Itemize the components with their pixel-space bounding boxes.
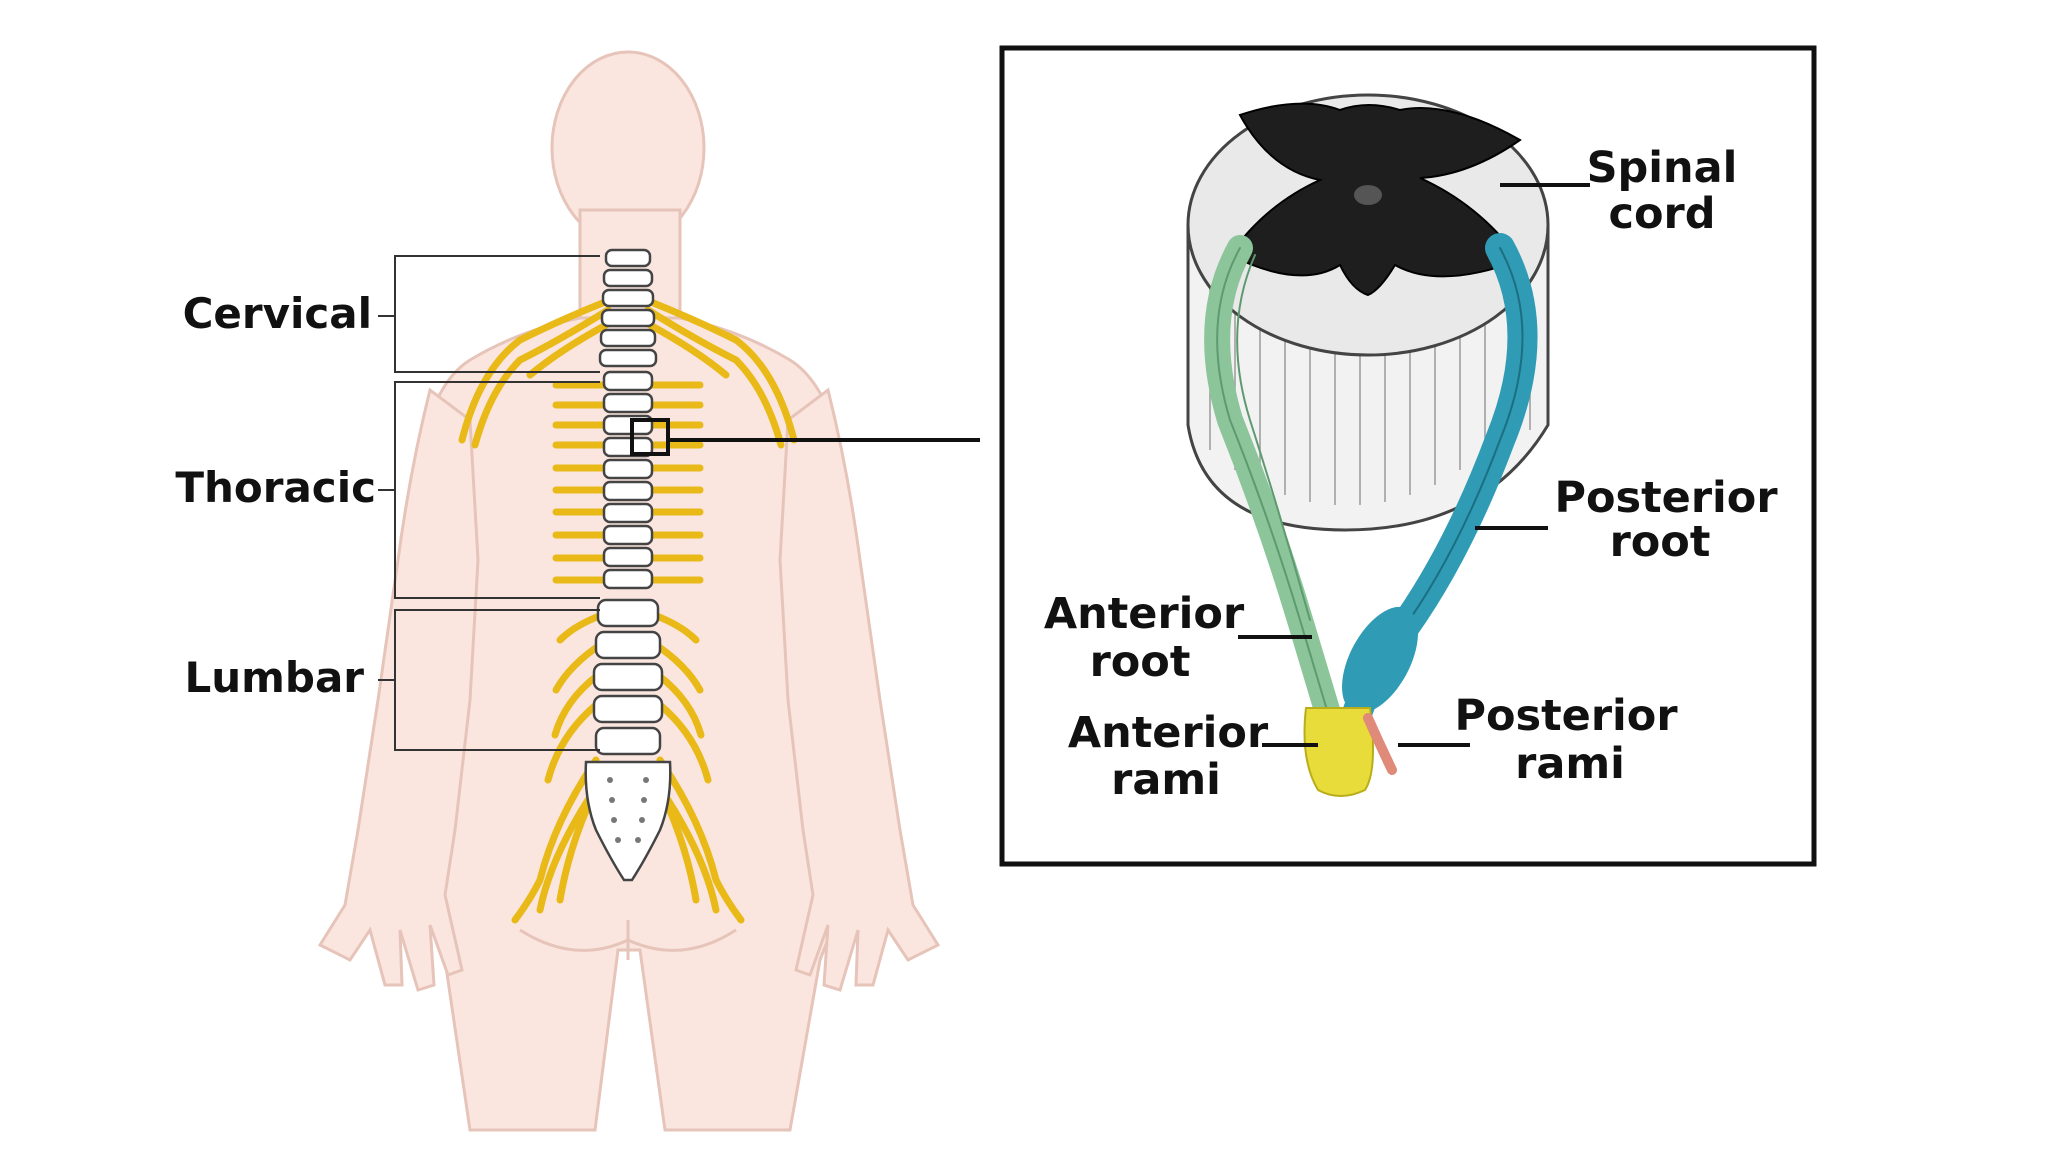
anterior-root-label-line2: root bbox=[1090, 637, 1191, 687]
spinal-cord-label-line1: Spinal bbox=[1587, 143, 1738, 193]
anterior-rami-label-line2: rami bbox=[1111, 755, 1221, 805]
anterior-rami-label-line1: Anterior bbox=[1068, 708, 1269, 758]
posterior-root-label-line2: root bbox=[1610, 517, 1711, 567]
cervical-label: Cervical bbox=[183, 289, 372, 338]
spinal-cord-label-line2: cord bbox=[1608, 189, 1715, 239]
anterior-rami-trunk bbox=[1305, 708, 1374, 796]
posterior-rami-label-line1: Posterior bbox=[1454, 691, 1678, 741]
lumbar-label: Lumbar bbox=[184, 653, 364, 702]
thoracic-label: Thoracic bbox=[175, 463, 376, 512]
posterior-root-label-line1: Posterior bbox=[1554, 473, 1778, 523]
posterior-rami-label-line2: rami bbox=[1515, 739, 1625, 789]
human-body-silhouette bbox=[320, 52, 938, 1130]
anterior-root-label-line1: Anterior bbox=[1044, 589, 1245, 639]
